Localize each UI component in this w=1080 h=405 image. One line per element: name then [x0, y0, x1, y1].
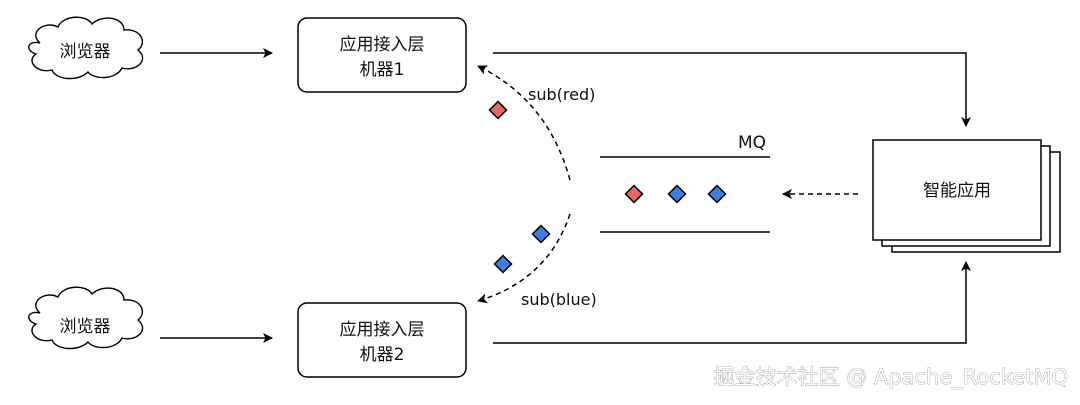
mq-message-blue-1: [667, 184, 687, 204]
watermark-text: 掘金技术社区 @ Apache_RocketMQ: [714, 365, 1068, 390]
edge-machine2-to-smart-app: [493, 261, 971, 344]
transit-message-blue-2: [493, 254, 513, 274]
mq-label: MQ: [738, 133, 766, 153]
browser-cloud-bottom: [28, 286, 144, 350]
mq-message-red: [624, 184, 644, 204]
machine2-label-line2: 机器2: [360, 345, 405, 365]
machine1-label-line2: 机器1: [360, 60, 405, 80]
sub-blue-label: sub(blue): [521, 290, 597, 309]
machine2-label-line1: 应用接入层: [340, 320, 425, 340]
edge-sub-blue: [477, 213, 571, 304]
browser-bottom-label: 浏览器: [60, 317, 111, 337]
browser-top-label: 浏览器: [60, 42, 111, 62]
edge-machine1-to-smart-app: [493, 52, 971, 127]
mq-message-blue-2: [707, 184, 727, 204]
machine1-box: [297, 17, 467, 93]
machine1-label-line1: 应用接入层: [340, 35, 425, 55]
sub-red-label: sub(red): [528, 85, 595, 104]
transit-message-red: [488, 100, 508, 120]
smart-app-label: 智能应用: [923, 181, 991, 201]
browser-cloud-top: [28, 16, 144, 80]
smart-app-stack: [872, 139, 1061, 253]
edge-sub-red: [477, 65, 571, 181]
transit-message-blue-1: [531, 224, 551, 244]
machine2-box: [297, 302, 467, 378]
